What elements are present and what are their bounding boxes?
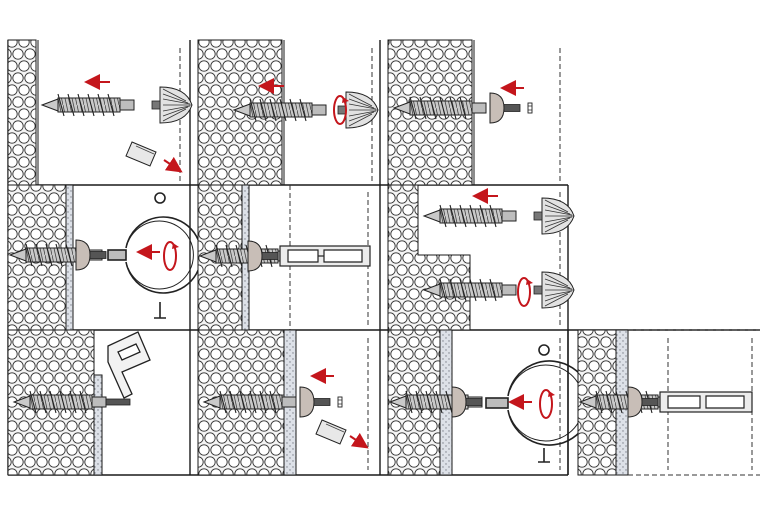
panel-4 xyxy=(7,184,203,331)
screw-fan-anchor xyxy=(423,197,575,235)
pipe-clamp xyxy=(485,344,593,463)
panel-3 xyxy=(387,39,561,186)
bracket-plate xyxy=(107,331,151,399)
sleeve-coupler xyxy=(659,391,753,413)
remove-arrow xyxy=(163,156,183,173)
nut-piece xyxy=(337,396,343,408)
panel-1 xyxy=(7,39,193,186)
coupler-piece xyxy=(315,419,347,445)
panel-7 xyxy=(7,329,151,476)
panel-6 xyxy=(387,184,575,331)
nut-piece xyxy=(527,102,533,114)
panel-8 xyxy=(197,329,369,476)
panel-5 xyxy=(197,184,371,331)
panel-10 xyxy=(567,329,760,476)
rotate-icon xyxy=(517,277,534,307)
screw-fan-anchor xyxy=(41,86,193,124)
rotate-icon xyxy=(163,241,180,271)
panel-2 xyxy=(197,39,379,186)
pipe-clamp xyxy=(107,192,203,319)
remove-arrow xyxy=(349,432,369,449)
rotate-icon xyxy=(539,389,556,419)
coupler-piece xyxy=(125,141,157,167)
sleeve-coupler xyxy=(279,245,371,267)
screw-bolt xyxy=(13,390,131,414)
panel-9 xyxy=(387,329,593,476)
